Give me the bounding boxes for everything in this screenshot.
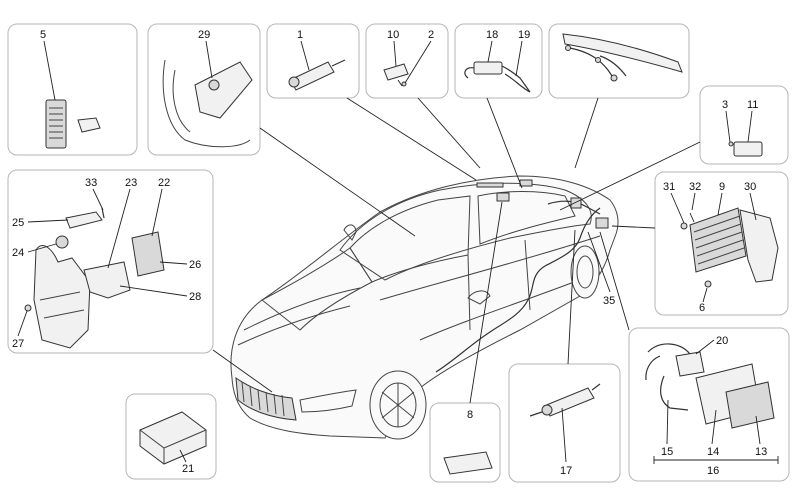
box-part-8: 8 [429,402,501,483]
box-part-18-19: 18 19 [454,23,543,99]
callout-14: 14 [707,446,719,458]
callout-29: 29 [198,29,210,41]
box-part-21: 21 [125,393,217,480]
box-part-20-16: 20 15 14 13 16 [628,327,790,482]
callout-17: 17 [560,465,572,477]
callout-23: 23 [125,177,137,189]
box-part-1: 1 [266,23,360,99]
callout-21: 21 [182,463,194,475]
callout-18: 18 [486,29,498,41]
callout-2: 2 [428,29,434,41]
box-part-5: 5 [7,23,138,156]
callout-27: 27 [12,338,24,350]
box-part-3-11: 3 11 [699,85,789,165]
leader-lines [212,97,701,404]
callout-3: 3 [722,99,728,111]
box-part-assembly-left: 33 23 22 25 24 26 28 27 [7,169,214,354]
callout-6: 6 [699,302,705,314]
callout-26: 26 [189,259,201,271]
callout-20: 20 [716,335,728,347]
callout-8: 8 [467,409,473,421]
callout-22: 22 [158,177,170,189]
callout-28: 28 [189,291,201,303]
callout-35: 35 [603,295,615,307]
box-part-10-2: 10 2 [365,23,449,99]
callout-13: 13 [755,446,767,458]
callout-32: 32 [689,181,701,193]
callout-5: 5 [40,29,46,41]
callout-33: 33 [85,177,97,189]
box-part-30-9-6: 31 32 9 30 6 [654,171,789,316]
box-part-17: 17 [508,363,621,483]
callout-10: 10 [387,29,399,41]
callout-1: 1 [297,29,303,41]
callout-11: 11 [747,99,758,111]
callout-9: 9 [719,181,725,193]
callout-24: 24 [12,247,24,259]
callout-30: 30 [744,181,756,193]
box-part-29: 29 [147,23,261,156]
callout-31: 31 [663,181,675,193]
box-roof-harness [548,23,690,99]
callout-25: 25 [12,217,24,229]
car-illustration [230,175,619,440]
callout-19: 19 [518,29,530,41]
callout-16: 16 [707,465,719,477]
callout-15: 15 [661,446,673,458]
